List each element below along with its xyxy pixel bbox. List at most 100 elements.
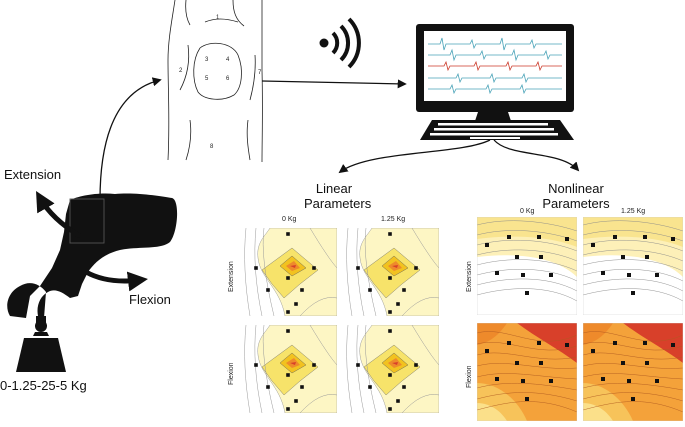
linear-map-2-electrode-5 (368, 288, 372, 292)
nonlinear-map-2-electrode-7 (601, 271, 605, 275)
nonlinear-row1-label: Extension (466, 261, 473, 292)
nonlinear-row2-label: Flexion (466, 365, 473, 388)
linear-map-4-electrode-4 (388, 373, 392, 377)
leg-to-sketch-arrow (99, 77, 162, 201)
electrode-8: 8 (210, 144, 214, 150)
linear-row2-label: Flexion (228, 362, 235, 385)
keyboard-icon (420, 120, 574, 140)
nonlinear-map-2-electrode-4 (671, 237, 675, 241)
nonlinear-map-4-electrode-3 (643, 341, 647, 345)
electrode-region-box (69, 198, 105, 244)
linear-map-3-electrode-4 (286, 373, 290, 377)
nonlinear-map-3-electrode-3 (537, 341, 541, 345)
nonlinear-map-4-electrode-5 (621, 361, 625, 365)
nonlinear-map-2-electrode-3 (643, 235, 647, 239)
linear-map-1-electrode-7 (294, 302, 298, 306)
nonlinear-map-3-electrode-8 (521, 379, 525, 383)
nonlinear-map-4-electrode-8 (627, 379, 631, 383)
nonlinear-map-3-electrode-4 (565, 343, 569, 347)
linear-map-1-electrode-3 (312, 266, 316, 270)
sketch-to-computer-arrow (261, 79, 407, 89)
electrode-6: 6 (226, 76, 230, 82)
linear-map-4-electrode-5 (368, 385, 372, 389)
nonlinear-col1-label: 0 Kg (520, 208, 535, 215)
nonlinear-map-4-electrode-6 (645, 361, 649, 365)
nonlinear-map-2-electrode-6 (645, 255, 649, 259)
leg-silhouette-icon (7, 193, 178, 332)
linear-map-2-electrode-1 (388, 232, 392, 236)
flexion-label: Flexion (129, 292, 171, 307)
computer-monitor-icon (416, 24, 574, 124)
linear-map-4-electrode-1 (388, 329, 392, 333)
nonlinear-map-4-electrode-1 (591, 349, 595, 353)
linear-map-3 (240, 325, 337, 413)
linear-map-3-electrode-7 (294, 399, 298, 403)
linear-map-2-electrode-3 (414, 266, 418, 270)
nonlinear-map-2 (583, 217, 683, 315)
linear-map-2-electrode-8 (388, 310, 392, 314)
linear-map-4-electrode-2 (356, 363, 360, 367)
linear-map-2-electrode-2 (356, 266, 360, 270)
linear-map-3-electrode-3 (312, 363, 316, 367)
nonlinear-map-1-electrode-6 (539, 255, 543, 259)
wireless-signal-icon (319, 17, 361, 69)
nonlinear-map-4-electrode-9 (655, 379, 659, 383)
nonlinear-map-3-electrode-10 (525, 397, 529, 401)
linear-col2-label: 1.25 Kg (381, 216, 406, 223)
flexion-arrow (84, 269, 148, 292)
nonlinear-map-2-electrode-5 (621, 255, 625, 259)
nonlinear-map-3-electrode-2 (507, 341, 511, 345)
nonlinear-map-1-electrode-3 (537, 235, 541, 239)
linear-map-1-electrode-4 (286, 276, 290, 280)
linear-row1-label: Extension (228, 261, 235, 292)
electrode-1: 1 (216, 15, 220, 21)
linear-col1-label: 0 Kg (282, 216, 297, 223)
extension-label: Extension (4, 167, 62, 182)
emg-signal-traces (428, 37, 562, 95)
nonlinear-map-1-electrode-10 (525, 291, 529, 295)
linear-map-1-electrode-5 (266, 288, 270, 292)
nonlinear-map-1-electrode-7 (495, 271, 499, 275)
electrode-numbers: 1 2 3 4 5 6 7 8 (179, 15, 262, 150)
linear-map-3-electrode-5 (266, 385, 270, 389)
linear-map-1-electrode-6 (300, 288, 304, 292)
electrode-2: 2 (179, 68, 183, 74)
linear-map-1-electrode-8 (286, 310, 290, 314)
nonlinear-map-4 (583, 323, 683, 421)
nonlinear-map-2-electrode-10 (631, 291, 635, 295)
electrode-4: 4 (226, 57, 230, 63)
nonlinear-map-1-electrode-8 (521, 273, 525, 277)
nonlinear-parameter-maps (477, 217, 683, 421)
nonlinear-map-1-electrode-2 (507, 235, 511, 239)
nonlinear-map-3-electrode-6 (539, 361, 543, 365)
nonlinear-map-1-electrode-9 (549, 273, 553, 277)
electrode-3: 3 (205, 57, 209, 63)
nonlinear-map-3 (477, 323, 577, 421)
thigh-sketch (167, 0, 263, 163)
linear-map-3-electrode-2 (254, 363, 258, 367)
electrode-5: 5 (205, 76, 209, 82)
electrode-7: 7 (258, 70, 262, 76)
extension-arrow (36, 191, 82, 239)
nonlinear-map-1-electrode-1 (485, 243, 489, 247)
nonlinear-map-3-electrode-9 (549, 379, 553, 383)
nonlinear-map-3-electrode-5 (515, 361, 519, 365)
linear-map-2 (342, 228, 439, 316)
nonlinear-map-1-electrode-4 (565, 237, 569, 241)
nonlinear-map-2-electrode-1 (591, 243, 595, 247)
linear-map-2-electrode-4 (388, 276, 392, 280)
nonlinear-map-2-electrode-8 (627, 273, 631, 277)
linear-map-2-electrode-6 (402, 288, 406, 292)
nonlinear-map-4-electrode-7 (601, 377, 605, 381)
nonlinear-map-4-electrode-2 (613, 341, 617, 345)
linear-map-1-electrode-2 (254, 266, 258, 270)
nonlinear-map-3-electrode-1 (485, 349, 489, 353)
linear-map-1-electrode-1 (286, 232, 290, 236)
nonlinear-map-1 (477, 217, 577, 315)
linear-map-3-electrode-6 (300, 385, 304, 389)
